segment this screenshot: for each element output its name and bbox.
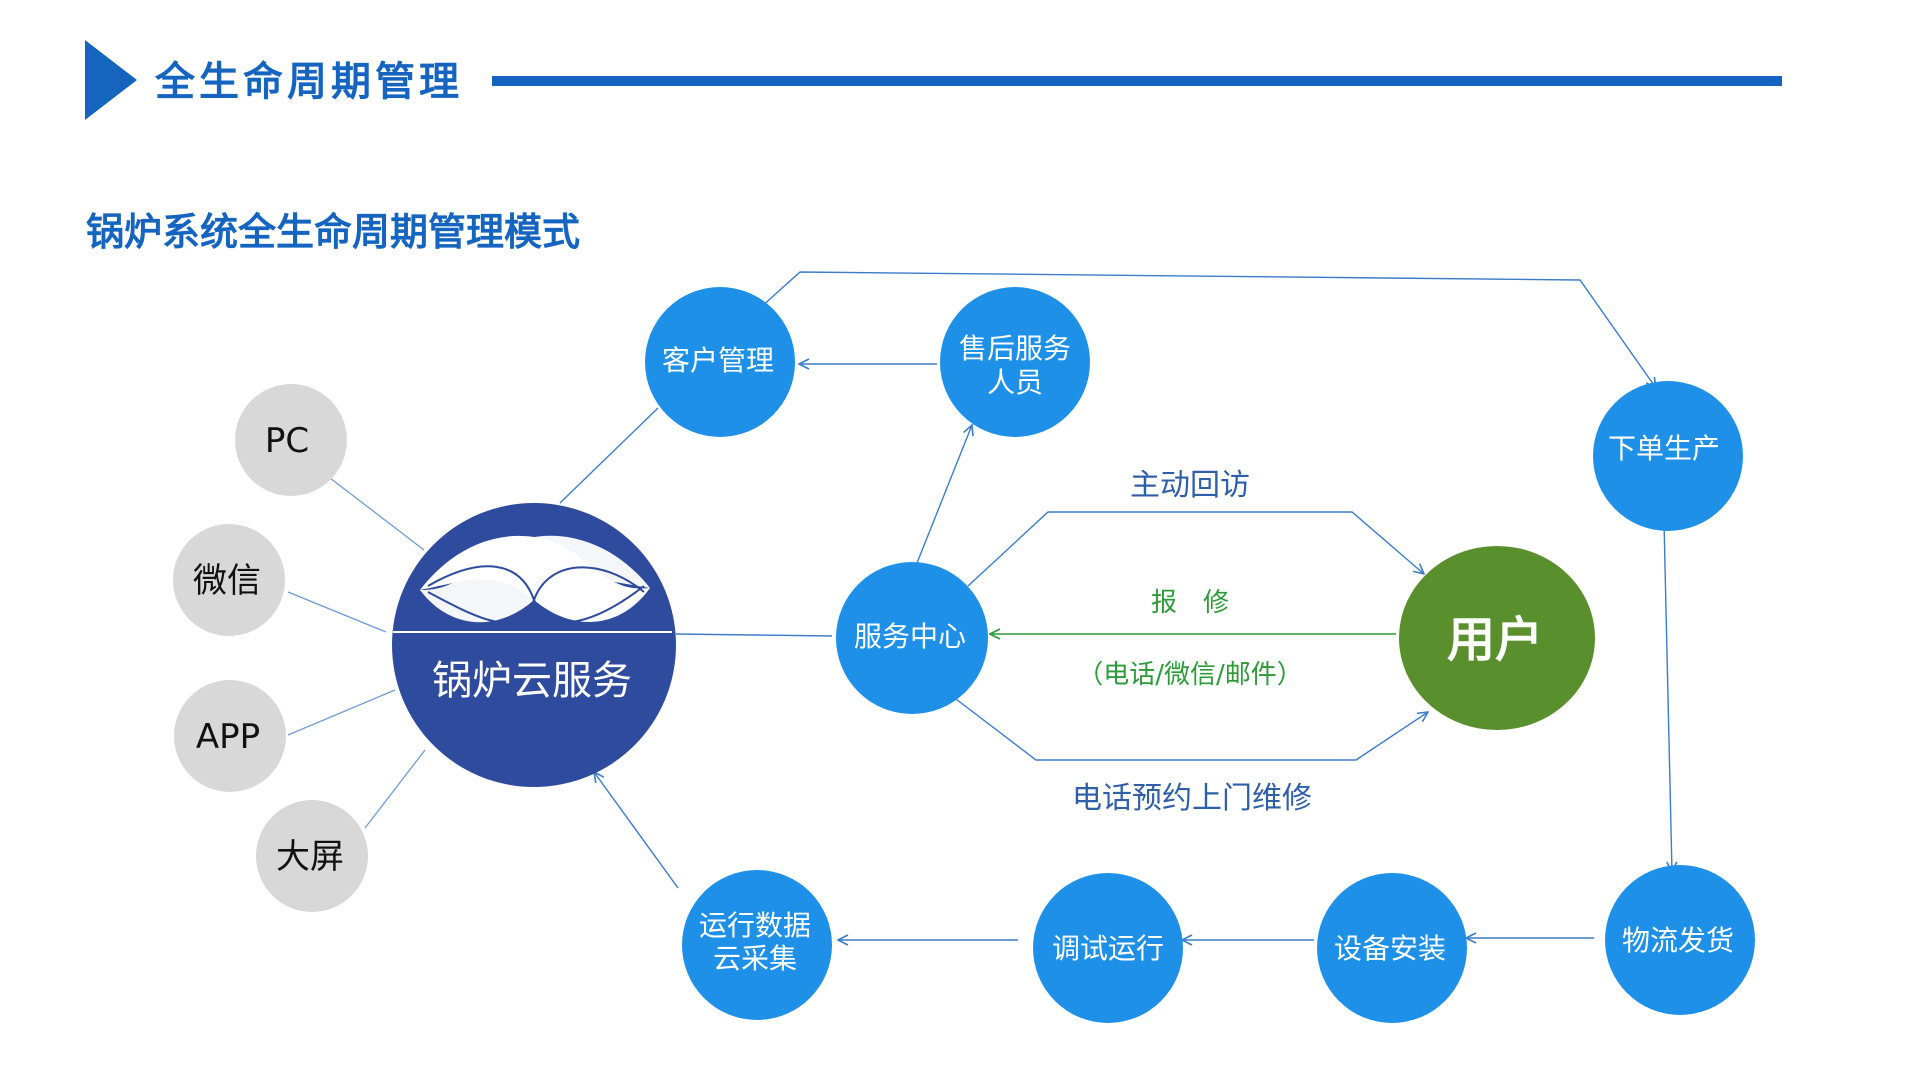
- node-aftersales[interactable]: 售后服务 人员: [940, 287, 1090, 437]
- cloud-service-node[interactable]: 锅炉云服务: [392, 503, 676, 787]
- node-logistics-label: 物流发货: [1622, 924, 1734, 957]
- node-commissioning[interactable]: 调试运行: [1033, 873, 1183, 1023]
- flow-edges: [559, 271, 1672, 940]
- client-wechat-label: 微信: [193, 561, 261, 601]
- edge-service-aftersales: [914, 425, 972, 569]
- client-nodes: PC 微信 APP 大屏: [173, 384, 368, 912]
- diagram-title: 锅炉系统全生命周期管理模式: [86, 210, 580, 254]
- edge-cloud-customer: [559, 407, 659, 504]
- client-pc[interactable]: PC: [235, 384, 347, 496]
- wave-logo-icon: [420, 535, 650, 624]
- client-app-label: APP: [196, 717, 260, 757]
- node-commissioning-label: 调试运行: [1052, 932, 1164, 965]
- client-connectors: [287, 477, 426, 829]
- client-wechat[interactable]: 微信: [173, 524, 285, 636]
- header-title: 全生命周期管理: [154, 59, 463, 105]
- client-app[interactable]: APP: [174, 680, 286, 792]
- edge-data-cloud: [594, 772, 679, 889]
- page-header: 全生命周期管理: [85, 40, 1782, 120]
- header-triangle-icon: [85, 40, 137, 120]
- node-customer-mgmt[interactable]: 客户管理: [645, 287, 795, 437]
- label-repair: 报 修: [1151, 588, 1229, 618]
- client-bigscreen-label: 大屏: [276, 837, 344, 877]
- node-user[interactable]: 用户: [1399, 546, 1595, 730]
- process-nodes: 客户管理 售后服务 人员 服务中心 下单生产 物流发货 设备安装 调试运行: [645, 287, 1755, 1023]
- node-aftersales-label-1: 售后服务: [959, 332, 1071, 365]
- node-data-collection-label-2: 云采集: [713, 942, 797, 975]
- node-order-production[interactable]: 下单生产: [1593, 381, 1743, 531]
- node-data-collection-label-1: 运行数据: [699, 909, 811, 942]
- client-bigscreen[interactable]: 大屏: [256, 800, 368, 912]
- node-customer-mgmt-label: 客户管理: [662, 344, 774, 377]
- node-aftersales-label-2: 人员: [987, 366, 1043, 399]
- edge-cloud-service: [675, 633, 833, 637]
- node-order-production-label: 下单生产: [1608, 432, 1720, 465]
- label-repair-channels: （电话/微信/邮件）: [1077, 660, 1303, 690]
- node-installation-label: 设备安装: [1334, 932, 1446, 965]
- edge-phone-booking: [951, 695, 1428, 761]
- edge-order-logistics: [1663, 521, 1672, 872]
- label-active-visit: 主动回访: [1130, 468, 1250, 503]
- node-service-center[interactable]: 服务中心: [836, 562, 988, 714]
- client-pc-label: PC: [265, 421, 309, 461]
- node-user-label: 用户: [1447, 612, 1543, 668]
- header-rule: [492, 76, 1782, 86]
- label-phone-booking: 电话预约上门维修: [1072, 781, 1312, 816]
- node-data-collection[interactable]: 运行数据 云采集: [682, 870, 832, 1020]
- edge-customer-order: [759, 271, 1656, 388]
- cloud-service-label: 锅炉云服务: [432, 658, 632, 704]
- edge-active-visit: [967, 511, 1424, 587]
- node-logistics[interactable]: 物流发货: [1605, 865, 1755, 1015]
- edge-labels: 主动回访 报 修 （电话/微信/邮件） 电话预约上门维修: [1072, 468, 1312, 816]
- node-installation[interactable]: 设备安装: [1317, 873, 1467, 1023]
- node-service-center-label: 服务中心: [854, 620, 966, 653]
